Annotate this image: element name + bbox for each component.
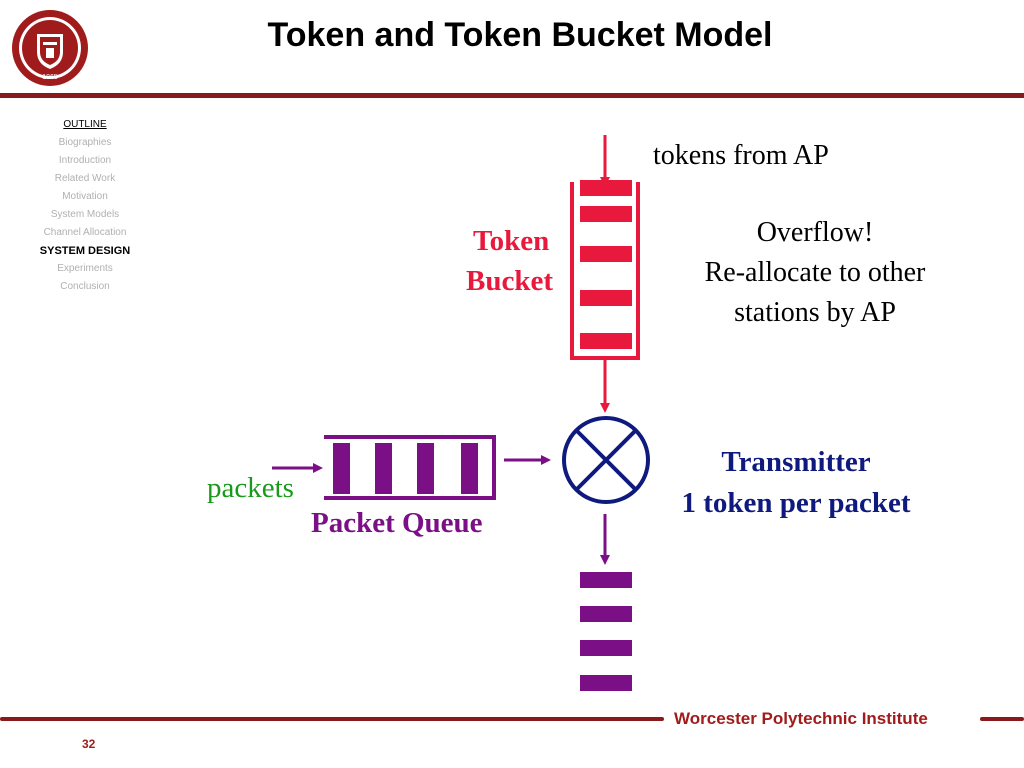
outline-item[interactable]: Experiments (57, 263, 113, 274)
outline-item[interactable]: Related Work (54, 173, 116, 184)
outline-item[interactable]: Biographies (58, 137, 112, 148)
packet (375, 443, 392, 494)
outline-item[interactable]: SYSTEM DESIGN (39, 245, 131, 257)
footer-divider-left (0, 717, 664, 721)
outline-item[interactable]: Motivation (62, 191, 108, 202)
title-divider (0, 93, 1024, 98)
overflow-label-line2: Re-allocate to other (704, 257, 926, 288)
outline-item[interactable]: Conclusion (60, 281, 110, 292)
sent-packet (580, 606, 632, 622)
sent-packet (580, 640, 632, 656)
outline-item[interactable]: Channel Allocation (43, 227, 127, 238)
seal-year: 1865 (42, 74, 58, 81)
tokens-from-ap-label: tokens from AP (653, 140, 829, 171)
wpi-seal-icon: 1865 (12, 10, 88, 86)
token-bucket-label-line1: Token (473, 225, 550, 257)
overflow-label-line3: stations by AP (734, 297, 896, 328)
outline-item[interactable]: System Models (50, 209, 120, 220)
page-number: 32 (82, 737, 96, 751)
slide-title: Token and Token Bucket Model (267, 16, 773, 54)
overflow-label-line1: Overflow! (756, 217, 874, 248)
token (580, 206, 632, 222)
token (580, 246, 632, 262)
footer-divider-right (980, 717, 1024, 721)
packet (417, 443, 434, 494)
packet-queue-label: Packet Queue (311, 507, 483, 539)
sent-packet (580, 675, 632, 691)
outline-nav: OUTLINE Biographies Introduction Related… (30, 116, 140, 296)
token (580, 180, 632, 196)
outline-item[interactable]: OUTLINE (63, 119, 107, 130)
footer-institute-name: Worcester Polytechnic Institute (674, 709, 928, 728)
token (580, 333, 632, 349)
transmitter-label-line1: Transmitter (721, 446, 871, 478)
packet (461, 443, 478, 494)
sent-packet (580, 572, 632, 588)
transmitter-icon (562, 416, 650, 504)
packet-queue-container (324, 435, 496, 500)
outline-item[interactable]: Introduction (58, 155, 112, 166)
packets-label: packets (207, 472, 294, 504)
token-bucket-label-line2: Bucket (466, 265, 553, 297)
token-bucket-container (570, 182, 640, 360)
packet (333, 443, 350, 494)
transmitter-label-line2: 1 token per packet (681, 487, 911, 519)
token (580, 290, 632, 306)
